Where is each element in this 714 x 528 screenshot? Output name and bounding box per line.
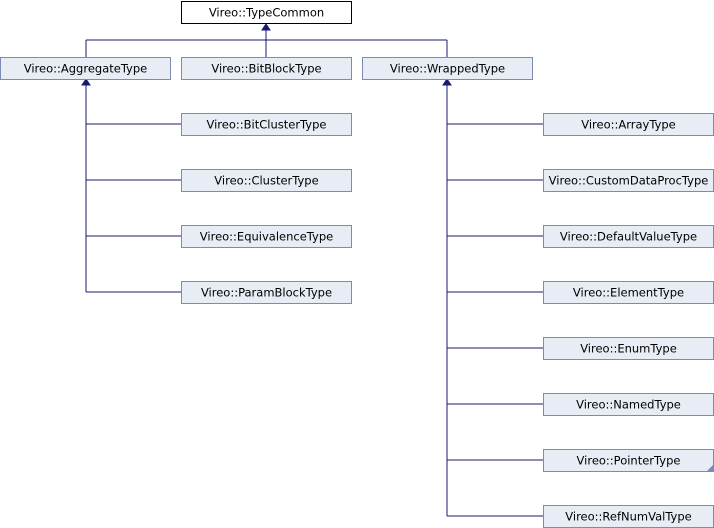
node-label-bitclustertype: Vireo::BitClusterType (207, 118, 327, 132)
truncated-marker-icon (706, 464, 714, 472)
arrowhead-aggregatetype (81, 78, 91, 86)
node-label-customdataproctype: Vireo::CustomDataProcType (549, 174, 709, 188)
node-label-typecommon: Vireo::TypeCommon (209, 6, 324, 20)
node-clustertype[interactable]: Vireo::ClusterType (181, 169, 352, 192)
node-label-bitblocktype: Vireo::BitBlockType (211, 62, 321, 76)
node-pointertype[interactable]: Vireo::PointerType (543, 449, 714, 472)
node-elementtype[interactable]: Vireo::ElementType (543, 281, 714, 304)
node-refnumvaltype[interactable]: Vireo::RefNumValType (543, 505, 714, 528)
node-label-paramblocktype: Vireo::ParamBlockType (201, 286, 332, 300)
edges-aggregate (81, 78, 181, 293)
node-label-namedtype: Vireo::NamedType (576, 398, 681, 412)
node-equivalencetype[interactable]: Vireo::EquivalenceType (181, 225, 352, 248)
node-label-refnumvaltype: Vireo::RefNumValType (565, 510, 691, 524)
node-wrappedtype[interactable]: Vireo::WrappedType (362, 57, 533, 80)
node-label-aggregatetype: Vireo::AggregateType (24, 62, 148, 76)
node-label-arraytype: Vireo::ArrayType (581, 118, 676, 132)
node-label-wrappedtype: Vireo::WrappedType (390, 62, 505, 76)
node-bitclustertype[interactable]: Vireo::BitClusterType (181, 113, 352, 136)
node-aggregatetype[interactable]: Vireo::AggregateType (0, 57, 171, 80)
node-bitblocktype[interactable]: Vireo::BitBlockType (181, 57, 352, 80)
node-label-clustertype: Vireo::ClusterType (214, 174, 318, 188)
node-enumtype[interactable]: Vireo::EnumType (543, 337, 714, 360)
arrowhead-wrappedtype (442, 78, 452, 86)
node-label-elementtype: Vireo::ElementType (573, 286, 684, 300)
edges-root (85, 23, 448, 57)
node-customdataproctype[interactable]: Vireo::CustomDataProcType (543, 169, 714, 192)
node-typecommon[interactable]: Vireo::TypeCommon (181, 1, 352, 24)
edges-wrapped (442, 78, 543, 517)
node-namedtype[interactable]: Vireo::NamedType (543, 393, 714, 416)
node-paramblocktype[interactable]: Vireo::ParamBlockType (181, 281, 352, 304)
node-label-enumtype: Vireo::EnumType (580, 342, 677, 356)
node-arraytype[interactable]: Vireo::ArrayType (543, 113, 714, 136)
arrowhead-typecommon (261, 23, 271, 31)
node-defaultvaluetype[interactable]: Vireo::DefaultValueType (543, 225, 714, 248)
node-label-pointertype: Vireo::PointerType (577, 454, 681, 468)
node-label-equivalencetype: Vireo::EquivalenceType (200, 230, 333, 244)
node-label-defaultvaluetype: Vireo::DefaultValueType (560, 230, 697, 244)
